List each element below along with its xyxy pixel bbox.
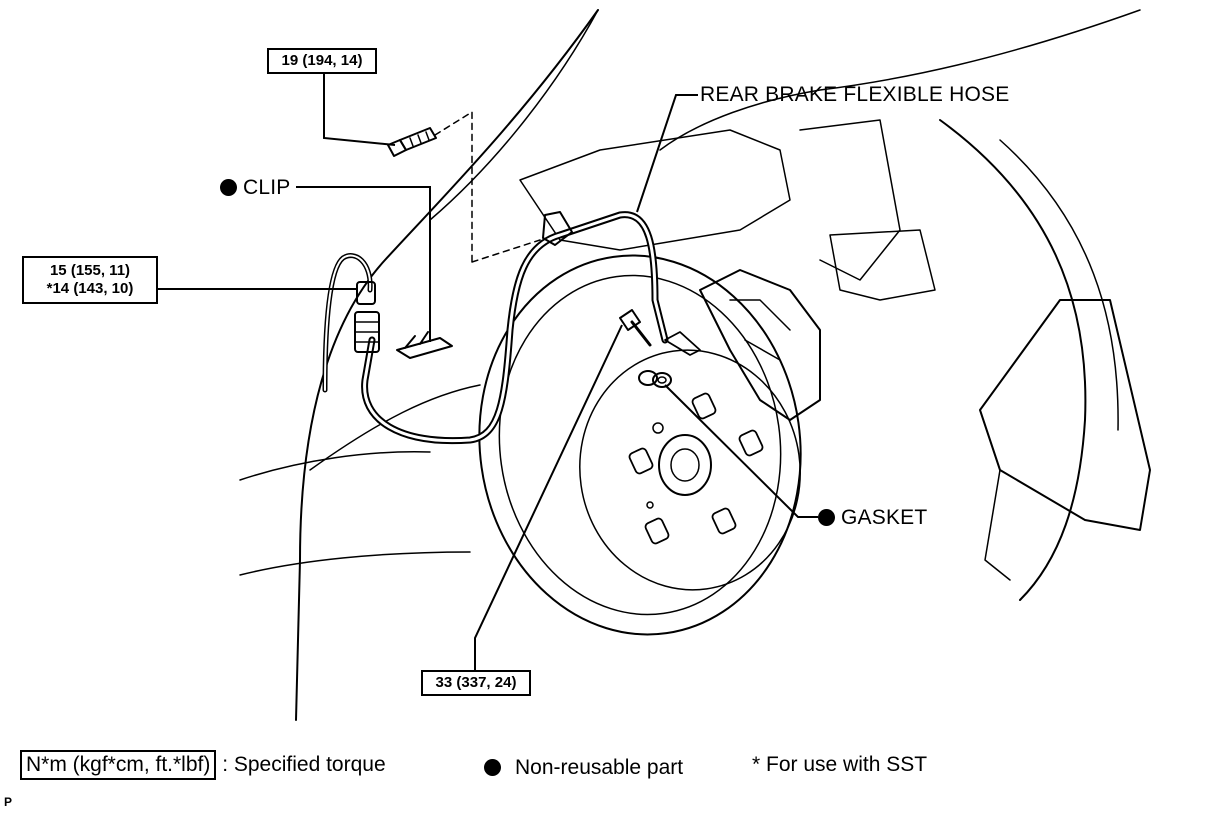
wheel-arch-outline [659,9,1141,151]
brake-caliper [699,269,821,421]
gasket-text: GASKET [841,506,928,529]
gasket-label: GASKET [818,506,927,530]
flare-nut [356,281,376,305]
figure-code-text: P [4,795,13,809]
hose-text: REAR BRAKE FLEXIBLE HOSE [700,83,1010,106]
hose-bracket [542,211,573,246]
hub-studs [628,392,764,545]
leader-hose [636,94,698,213]
torque-label-flare-nut: 15 (155, 11) *14 (143, 10) [22,256,158,304]
hub-center [658,434,712,496]
leader-clip [296,186,431,342]
filled-circle-icon [484,759,501,776]
legend-sst: * For use with SST [752,753,927,777]
torque-value-sst: *14 (143, 10) [46,280,134,297]
non-reusable-marker-icon [220,179,237,196]
leader-hose-bolt [474,324,623,670]
clip [396,331,453,359]
torque-value-standard: 15 (155, 11) [49,262,131,279]
torque-unit-box: N*m (kgf*cm, ft.*lbf) [20,750,217,780]
legend-non-reusable: Non-reusable part [484,756,683,780]
body-panel-line [429,9,599,221]
hose-label: REAR BRAKE FLEXIBLE HOSE [700,83,1009,107]
clip-label: CLIP [220,176,291,200]
non-reusable-marker-icon [818,509,835,526]
sst-note-text: * For use with SST [752,753,928,776]
brake-disc [478,254,802,636]
torque-value: 19 (194, 14) [281,52,363,69]
leader-bracket-bolt [323,70,396,146]
lower-arm [829,229,936,301]
union-bolt [619,309,652,347]
bracket-bolt [387,127,437,157]
torque-label-bracket-bolt: 19 (194, 14) [267,48,377,74]
non-reusable-text: Non-reusable part [515,756,684,779]
mud-flap [979,299,1151,531]
torque-desc: : Specified torque [222,753,386,776]
leader-gasket [664,384,818,518]
torque-label-union-bolt: 33 (337, 24) [421,670,531,696]
disc-hat [579,349,801,591]
clip-text: CLIP [243,176,291,199]
fender-outline [295,9,599,721]
legend-torque: N*m (kgf*cm, ft.*lbf) : Specified torque [20,750,386,780]
gasket-part [638,370,672,388]
inner-fender [939,119,1087,601]
figure-code: P [4,795,12,809]
torque-value: 33 (337, 24) [435,674,517,691]
